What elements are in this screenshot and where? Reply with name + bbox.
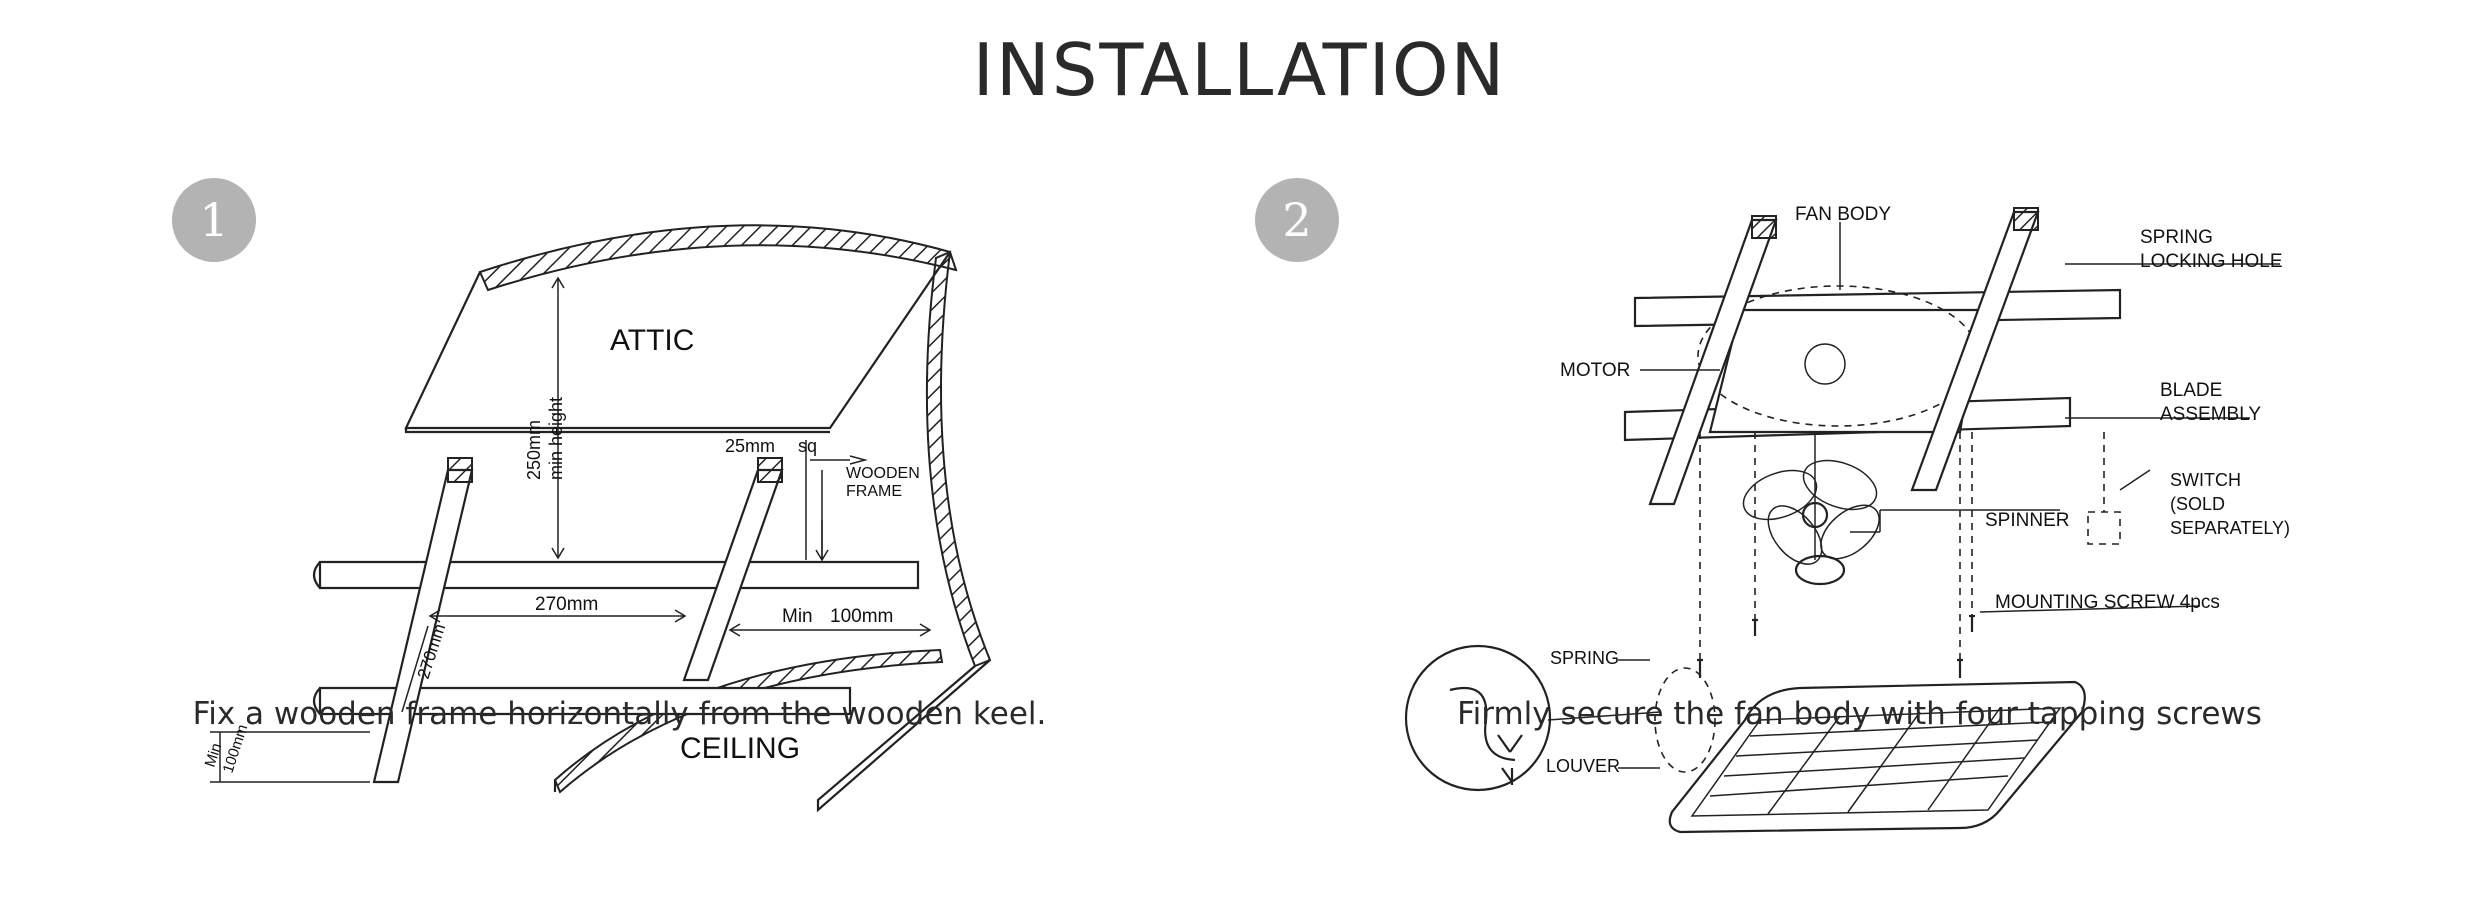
side-wall: [925, 250, 992, 668]
spring-hole-label-1: SPRING: [2140, 227, 2213, 248]
min-label-a: Min: [782, 606, 813, 627]
screw-label: MOUNTING SCREW 4pcs: [1995, 592, 2220, 613]
frame-stud-left: [372, 468, 474, 784]
spinner: [1794, 554, 1846, 586]
height-dim: 250mm: [524, 420, 544, 480]
fan-body-label: FAN BODY: [1795, 204, 1891, 225]
switch-label-2: (SOLD: [2170, 494, 2225, 514]
page-title: INSTALLATION: [972, 28, 1507, 112]
step-1-badge: 1: [172, 178, 256, 262]
attic-label: ATTIC: [610, 324, 694, 357]
switch-box: [2087, 511, 2121, 545]
step-2-panel: FAN BODY SPRING LOCKING HOLE MOTOR BLADE…: [1240, 160, 2420, 850]
spinner-label: SPINNER: [1985, 510, 2069, 531]
step-2-diagram: FAN BODY SPRING LOCKING HOLE MOTOR BLADE…: [1404, 204, 2290, 834]
blade-assembly: [1742, 459, 1880, 565]
keel-beam-bottom: [318, 686, 852, 716]
min-label-c: Min: [202, 741, 226, 769]
switch-label-1: SWITCH: [2170, 470, 2241, 490]
blade-label-1: BLADE: [2160, 380, 2222, 401]
motor-label: MOTOR: [1560, 360, 1630, 381]
spring-label: SPRING: [1550, 648, 1619, 668]
step-2-badge: 2: [1255, 178, 1339, 262]
frame-label-1: WOODEN: [846, 465, 920, 482]
min-label-b: 100mm: [830, 606, 893, 627]
spring-hole-label-2: LOCKING HOLE: [2140, 251, 2283, 272]
height-dim-2: min height: [546, 397, 566, 480]
sq-dim-2: sq: [798, 436, 817, 456]
frame-label-2: FRAME: [846, 483, 902, 500]
step-1-caption: Fix a wooden frame horizontally from the…: [192, 696, 1047, 732]
detail-circle: [1404, 644, 1552, 792]
step-1-panel: ATTIC CEILING 250mm min height 25mm sq W…: [130, 160, 1310, 850]
blade-label-2: ASSEMBLY: [2160, 404, 2261, 425]
keel-beam-top: [318, 560, 920, 590]
width-dim: 270mm: [535, 594, 598, 615]
louver-grille: [1668, 680, 2086, 834]
step-1-diagram: ATTIC CEILING 250mm min height 25mm sq W…: [202, 224, 992, 813]
attic-roof: [478, 224, 958, 292]
ceiling-label: CEILING: [680, 732, 800, 765]
sq-dim: 25mm: [725, 436, 775, 456]
switch-label-3: SEPARATELY): [2170, 518, 2290, 538]
step-2-caption: Firmly secure the fan body with four tap…: [1457, 696, 2262, 732]
louver-label: LOUVER: [1546, 756, 1620, 776]
